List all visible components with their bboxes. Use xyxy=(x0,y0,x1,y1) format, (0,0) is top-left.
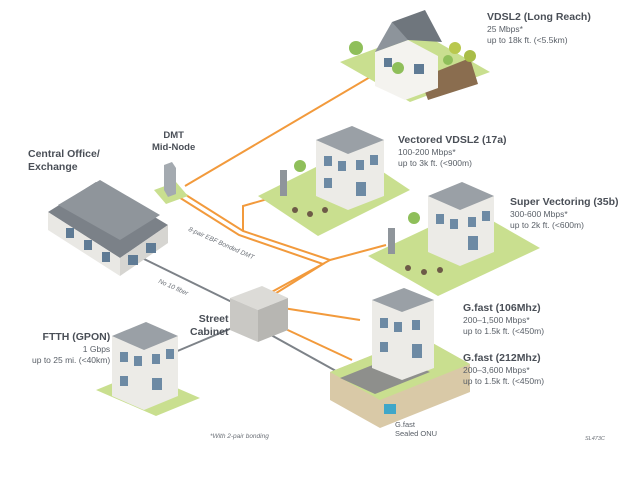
service-speed: 25 Mbps* xyxy=(487,24,523,35)
service-title: Vectored VDSL2 (17a) xyxy=(398,134,507,146)
service-speed: 300-600 Mbps* xyxy=(510,209,568,220)
service-speed: 100-200 Mbps* xyxy=(398,147,456,158)
service-super-vectoring: Super Vectoring (35b) 300-600 Mbps* up t… xyxy=(510,196,619,230)
orange-cables xyxy=(173,69,387,361)
cable-cabinet-to-ftth xyxy=(167,327,233,356)
ftth-building xyxy=(96,322,200,416)
cable-to-vdsl2-house xyxy=(184,69,383,187)
service-ftth: FTTH (GPON) 1 Gbps up to 25 mi. (<40km) xyxy=(32,331,110,365)
service-title: G.fast (212Mhz) xyxy=(463,352,541,364)
service-speed: 200–3,600 Mbps* xyxy=(463,365,530,376)
service-title: G.fast (106Mhz) xyxy=(463,302,541,314)
service-range: up to 3k ft. (<900m) xyxy=(398,157,472,168)
cable-to-super-vectoring xyxy=(329,244,387,261)
street-cabinet-label: Street Cabinet xyxy=(190,313,229,339)
service-title: Super Vectoring (35b) xyxy=(510,196,619,208)
footnote: *With 2-pair bonding xyxy=(210,433,269,440)
service-range: up to 25 mi. (<40km) xyxy=(32,354,111,365)
service-speed: 1 Gbps xyxy=(82,344,111,355)
street-cabinet xyxy=(230,286,288,342)
service-title: FTTH (GPON) xyxy=(42,331,111,343)
central-office-label: Central Office/ Exchange xyxy=(28,148,100,174)
cable-co-to-cabinet xyxy=(141,257,239,306)
service-range: up to 18k ft. (<5.5km) xyxy=(487,34,568,45)
service-title: VDSL2 (Long Reach) xyxy=(487,11,591,23)
gray-cables xyxy=(141,257,346,377)
service-range: up to 1.5k ft. (<450m) xyxy=(463,375,545,386)
cable-cabinet-to-gfast xyxy=(261,329,346,377)
dmt-label: DMT Mid-Node xyxy=(152,130,196,153)
service-vectored-17a: Vectored VDSL2 (17a) 100-200 Mbps* up to… xyxy=(398,134,507,168)
vectored-17a-building xyxy=(258,126,410,236)
cable-dmt-to-cabinet-1 xyxy=(177,189,333,295)
service-range: up to 2k ft. (<600m) xyxy=(510,219,584,230)
figure-id: SL473C xyxy=(585,436,605,442)
service-gfast-106: G.fast (106Mhz) 200–1,500 Mbps* up to 1.… xyxy=(463,302,544,336)
service-speed: 200–1,500 Mbps* xyxy=(463,315,530,326)
sealed-onu-label: G.fast Sealed ONU xyxy=(395,420,438,439)
gfast-building xyxy=(330,288,470,428)
service-range: up to 1.5k ft. (<450m) xyxy=(463,325,545,336)
central-office-building xyxy=(48,180,168,276)
dmt-mid-node xyxy=(154,162,188,204)
cable-dmt-to-cabinet-2 xyxy=(173,193,326,301)
service-gfast-212: G.fast (212Mhz) 200–3,600 Mbps* up to 1.… xyxy=(463,352,544,386)
service-vdsl2-long: VDSL2 (Long Reach) 25 Mbps* up to 18k ft… xyxy=(487,11,591,45)
vdsl2-house-scene xyxy=(340,10,490,102)
super-vectoring-building xyxy=(368,182,540,296)
